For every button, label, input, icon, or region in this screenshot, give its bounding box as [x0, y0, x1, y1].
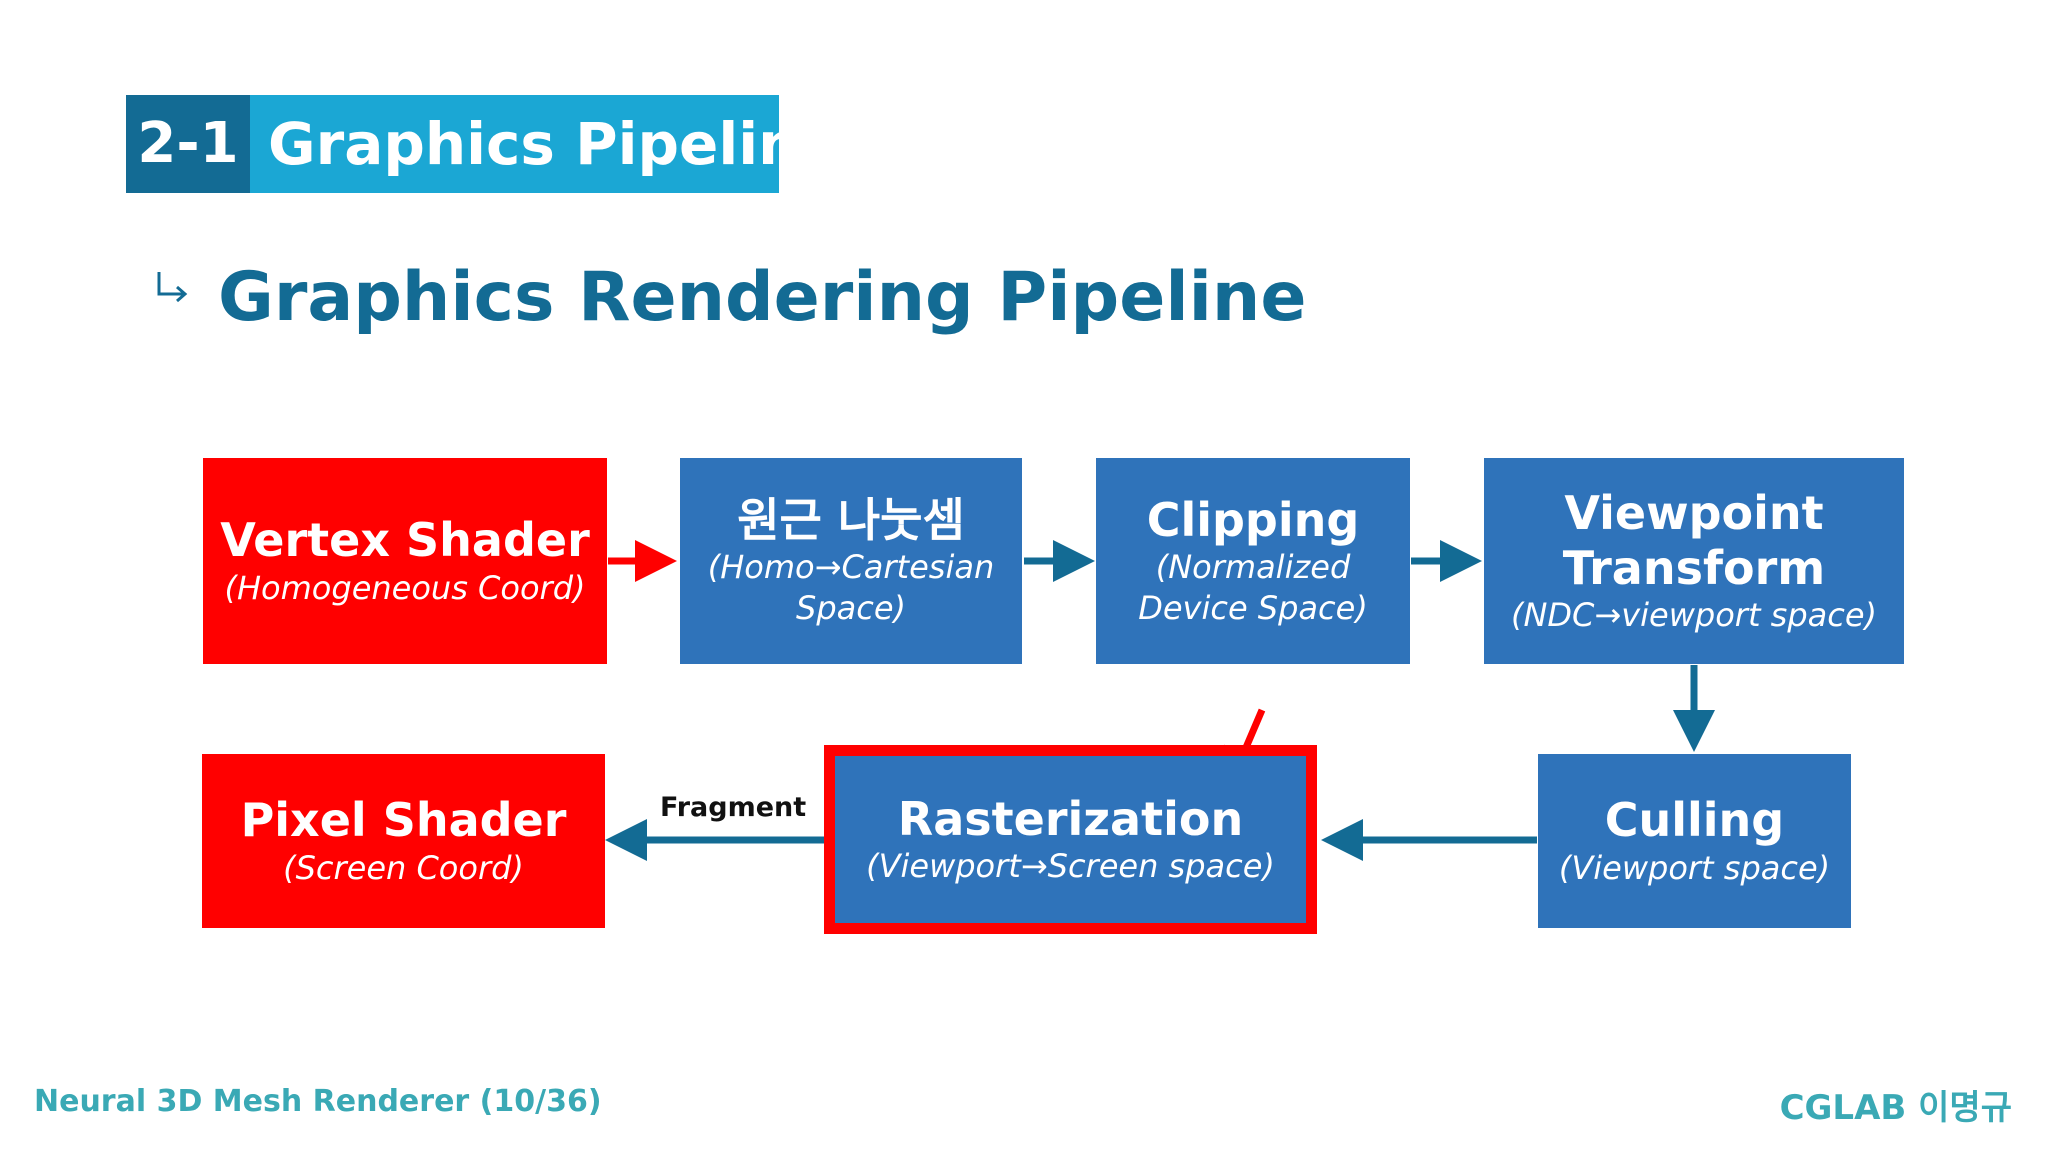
viewpoint-transform-title-2: Transform: [1562, 540, 1826, 595]
section-title: Graphics Pipeline: [250, 95, 839, 193]
rasterization-subtitle: (Viewport→Screen space): [866, 847, 1275, 886]
vertex-shader-subtitle: (Homogeneous Coord): [224, 568, 586, 607]
footer-presentation-info: Neural 3D Mesh Renderer (10/36): [34, 1084, 602, 1119]
pixel-shader-title: Pixel Shader: [240, 793, 567, 848]
section-title-bar: 2-1 Graphics Pipeline: [126, 95, 839, 193]
viewpoint-transform-title-1: Viewpoint: [1564, 486, 1824, 541]
fragment-label: Fragment: [660, 792, 807, 823]
vertex-shader-box: Vertex Shader (Homogeneous Coord): [203, 458, 607, 664]
culling-title: Culling: [1604, 793, 1785, 848]
perspective-division-title: 원근 나눗셈: [737, 492, 965, 547]
pixel-shader-subtitle: (Screen Coord): [283, 848, 524, 887]
rasterization-title: Rasterization: [897, 791, 1244, 846]
perspective-division-subtitle-2: Space): [796, 589, 906, 628]
page-title: Graphics Rendering Pipeline: [218, 258, 1307, 337]
perspective-division-box: 원근 나눗셈 (Homo→Cartesian Space): [680, 458, 1022, 664]
viewpoint-transform-subtitle: (NDC→viewport space): [1510, 595, 1878, 634]
return-arrow-icon: [157, 272, 188, 303]
rasterization-box: Rasterization (Viewport→Screen space): [835, 756, 1306, 923]
clipping-title: Clipping: [1146, 492, 1360, 547]
rasterization-highlight: [824, 745, 1317, 934]
section-number: 2-1: [126, 95, 250, 193]
clipping-subtitle-2: Device Space): [1138, 589, 1368, 628]
perspective-division-subtitle-1: (Homo→Cartesian: [707, 548, 995, 587]
footer-author: CGLAB 이명규: [1779, 1088, 2012, 1128]
viewpoint-transform-box: Viewpoint Transform (NDC→viewport space): [1484, 458, 1904, 664]
culling-subtitle: (Viewport space): [1558, 848, 1831, 887]
vertex-shader-title: Vertex Shader: [220, 513, 590, 568]
clipping-box: Clipping (Normalized Device Space): [1096, 458, 1410, 664]
clipping-subtitle-1: (Normalized: [1155, 548, 1351, 587]
culling-box: Culling (Viewport space): [1538, 754, 1851, 928]
pixel-shader-box: Pixel Shader (Screen Coord): [202, 754, 605, 928]
